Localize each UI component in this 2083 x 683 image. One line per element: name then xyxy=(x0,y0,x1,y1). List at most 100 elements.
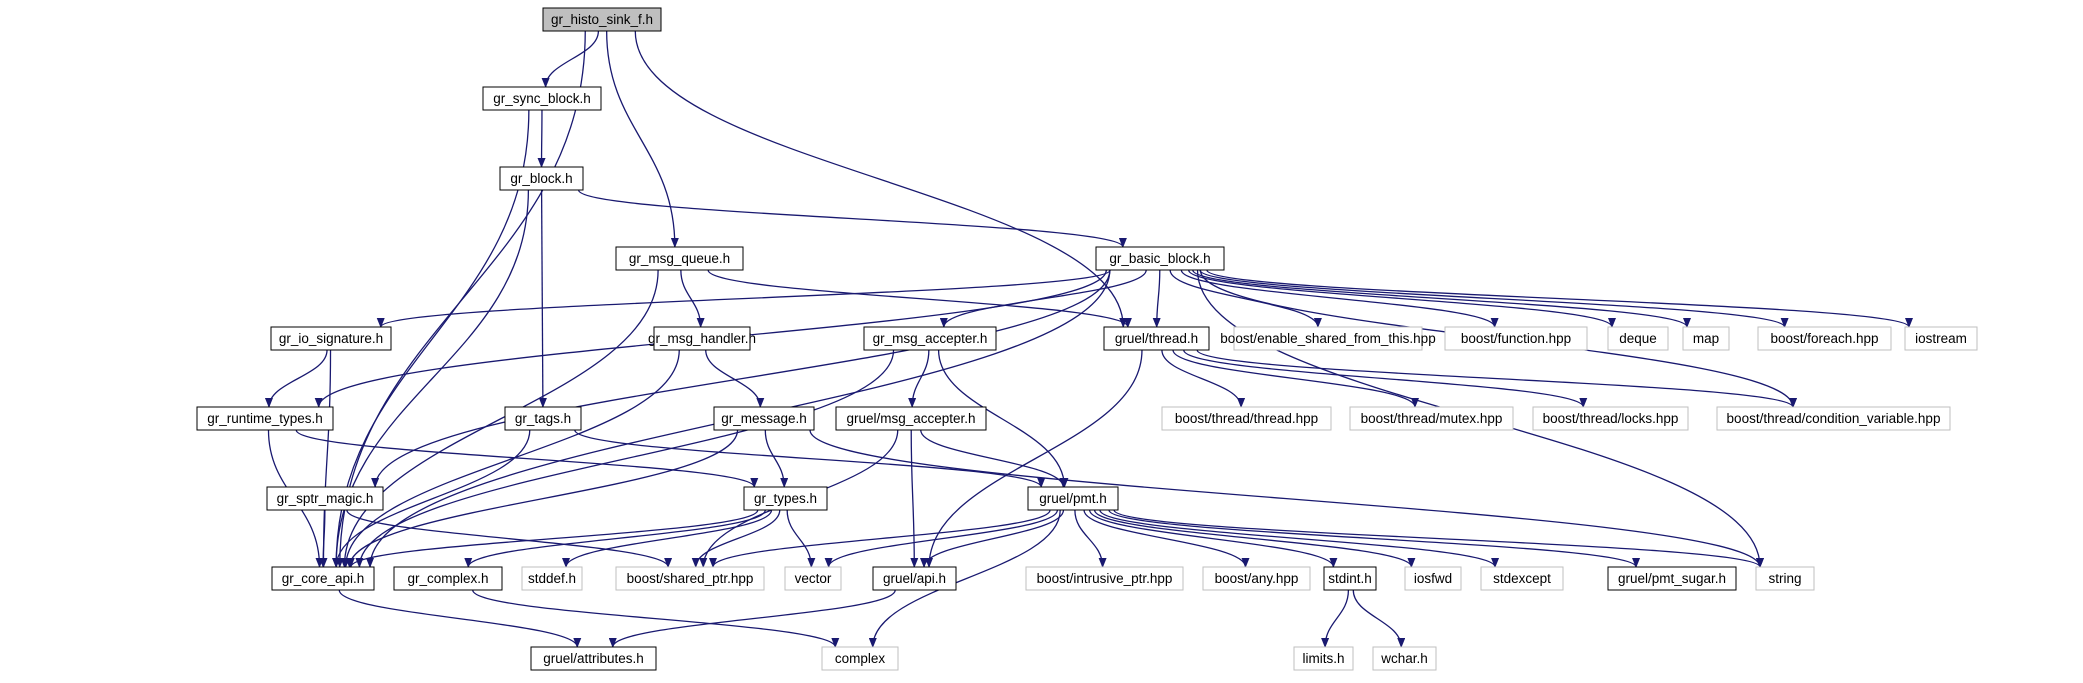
node-vector: vector xyxy=(784,566,842,591)
edge-message-to-string xyxy=(809,429,1764,568)
edge-stdint-to-limits xyxy=(1321,589,1350,648)
edge-basic-to-msgaccepter xyxy=(939,269,1147,328)
edge-histo-to-thread xyxy=(634,30,1128,328)
node-box xyxy=(1202,566,1311,591)
edge-line xyxy=(809,429,1764,568)
node-msgaccepter[interactable]: gr_msg_accepter.h xyxy=(863,326,997,351)
node-box xyxy=(1025,566,1184,591)
node-box xyxy=(1757,326,1892,351)
edge-basic-to-thread xyxy=(1152,269,1161,328)
edge-basic-to-boost_function xyxy=(1180,269,1499,328)
node-box xyxy=(1293,646,1354,671)
edge-types-to-core xyxy=(346,509,759,568)
edge-pmt-to-iosfwd xyxy=(1093,509,1416,568)
node-complexh[interactable]: gr_complex.h xyxy=(393,566,503,591)
node-sync[interactable]: gr_sync_block.h xyxy=(482,86,602,111)
edge-line xyxy=(319,509,328,568)
node-intrusive: boost/intrusive_ptr.hpp xyxy=(1025,566,1184,591)
node-box[interactable] xyxy=(1027,486,1119,511)
node-runtime[interactable]: gr_runtime_types.h xyxy=(196,406,334,431)
edge-stdint-to-wchar xyxy=(1352,589,1406,648)
node-box[interactable] xyxy=(530,646,657,671)
node-box[interactable] xyxy=(653,326,751,351)
node-box xyxy=(1444,326,1588,351)
edge-line xyxy=(338,589,582,648)
edge-runtime-to-types xyxy=(295,429,759,488)
edge-block-to-tags xyxy=(538,189,547,408)
node-box[interactable] xyxy=(504,406,582,431)
node-bt-mutex: boost/thread/mutex.hpp xyxy=(1349,406,1514,431)
node-iosig[interactable]: gr_io_signature.h xyxy=(270,326,392,351)
node-box[interactable] xyxy=(266,486,384,511)
node-map: map xyxy=(1682,326,1730,351)
node-box xyxy=(1682,326,1730,351)
edge-line xyxy=(1183,349,1588,408)
node-box[interactable] xyxy=(393,566,503,591)
node-types[interactable]: gr_types.h xyxy=(743,486,828,511)
node-gmsgaccepter[interactable]: gruel/msg_accepter.h xyxy=(835,406,987,431)
edge-line xyxy=(1180,269,1499,328)
node-label: stddef.h xyxy=(528,571,576,586)
edge-line xyxy=(920,509,1065,568)
edge-basic-to-iostream xyxy=(1206,269,1913,328)
node-basic[interactable]: gr_basic_block.h xyxy=(1095,246,1225,271)
node-bt-thread: boost/thread/thread.hpp xyxy=(1161,406,1332,431)
edge-pmt-to-stdexcept xyxy=(1099,509,1499,568)
node-box[interactable] xyxy=(1323,566,1377,591)
edge-pmt-to-intrusive xyxy=(1074,509,1107,568)
node-thread[interactable]: gruel/thread.h xyxy=(1103,326,1210,351)
node-label: gr_sptr_magic.h xyxy=(277,491,374,506)
node-box[interactable] xyxy=(271,566,375,591)
node-box[interactable] xyxy=(835,406,987,431)
node-histo[interactable]: gr_histo_sink_f.h xyxy=(542,7,662,32)
edge-msgq-to-thread xyxy=(707,269,1132,328)
edge-line xyxy=(920,429,1068,488)
node-string: string xyxy=(1755,566,1815,591)
node-msgq[interactable]: gr_msg_queue.h xyxy=(615,246,744,271)
node-sptr[interactable]: gr_sptr_magic.h xyxy=(266,486,384,511)
node-box[interactable] xyxy=(499,166,584,191)
node-box[interactable] xyxy=(196,406,334,431)
edge-line xyxy=(606,30,679,248)
node-box[interactable] xyxy=(270,326,392,351)
nodes-layer: gr_histo_sink_f.h gr_sync_block.h gr_block… xyxy=(196,7,1978,671)
edge-line xyxy=(538,189,547,408)
node-box[interactable] xyxy=(743,486,828,511)
edge-basic-to-deque xyxy=(1188,269,1616,328)
edge-line xyxy=(1169,269,1322,328)
node-box[interactable] xyxy=(863,326,997,351)
node-box[interactable] xyxy=(482,86,602,111)
node-attributes[interactable]: gruel/attributes.h xyxy=(530,646,657,671)
edge-line xyxy=(764,429,789,488)
node-core[interactable]: gr_core_api.h xyxy=(271,566,375,591)
node-box[interactable] xyxy=(542,7,662,32)
edge-line xyxy=(908,349,930,408)
node-box[interactable] xyxy=(1095,246,1225,271)
node-box[interactable] xyxy=(1607,566,1737,591)
node-label: gruel/api.h xyxy=(883,571,946,586)
node-tags[interactable]: gr_tags.h xyxy=(504,406,582,431)
edge-message-to-core xyxy=(345,429,739,568)
node-gapi[interactable]: gruel/api.h xyxy=(872,566,957,591)
edge-line xyxy=(868,509,1061,648)
node-box xyxy=(1233,326,1423,351)
edge-line xyxy=(705,349,765,408)
node-box[interactable] xyxy=(615,246,744,271)
node-complex: complex xyxy=(821,646,899,671)
node-label: complex xyxy=(835,651,886,666)
node-box[interactable] xyxy=(1103,326,1210,351)
node-wchar: wchar.h xyxy=(1372,646,1437,671)
node-pmt-sugar[interactable]: gruel/pmt_sugar.h xyxy=(1607,566,1737,591)
node-label: boost/function.hpp xyxy=(1461,331,1571,346)
node-box[interactable] xyxy=(872,566,957,591)
node-msghandler[interactable]: gr_msg_handler.h xyxy=(648,326,756,351)
node-shared-ptr: boost/shared_ptr.hpp xyxy=(615,566,765,591)
node-label: boost/thread/thread.hpp xyxy=(1175,411,1318,426)
node-message[interactable]: gr_message.h xyxy=(713,406,815,431)
node-stdint[interactable]: stdint.h xyxy=(1323,566,1377,591)
node-pmt[interactable]: gruel/pmt.h xyxy=(1027,486,1119,511)
node-block[interactable]: gr_block.h xyxy=(499,166,584,191)
edge-message-to-types xyxy=(764,429,789,488)
edge-line xyxy=(345,429,739,568)
node-box[interactable] xyxy=(713,406,815,431)
